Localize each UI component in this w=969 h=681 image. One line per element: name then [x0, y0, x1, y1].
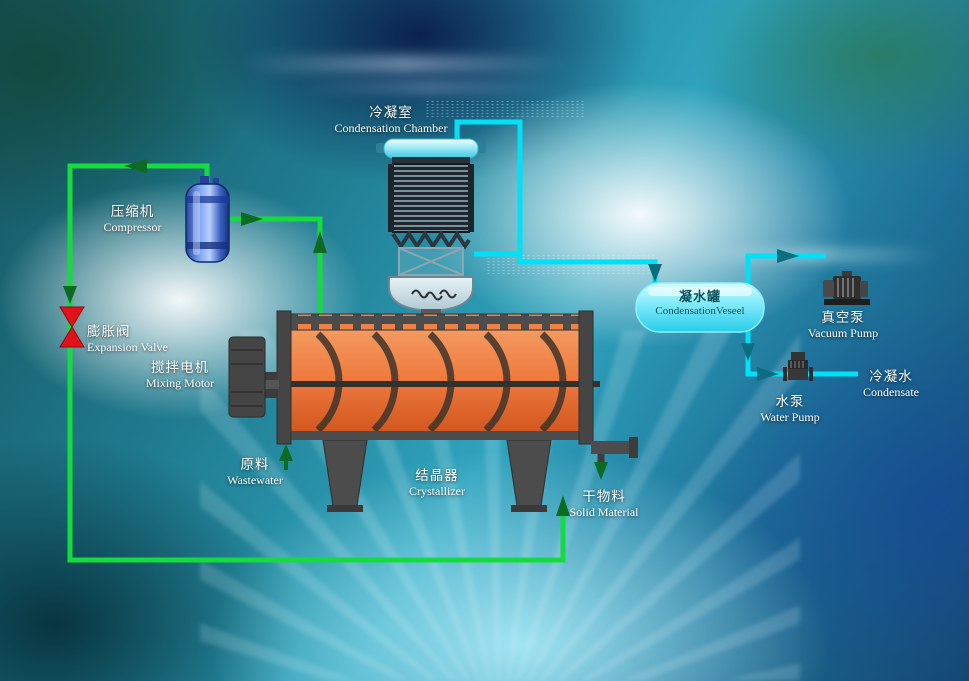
chamber-flask [388, 276, 474, 313]
motor-fins [231, 349, 263, 407]
water-pump-casing [788, 369, 808, 380]
vacuum-pump-top [842, 271, 852, 278]
condensation-vessel [635, 282, 765, 333]
refrigerant-loop-pipe [67, 163, 566, 563]
valve-upper-triangle [59, 306, 85, 328]
compressor-fitting [213, 178, 219, 186]
vacuum-pump-inlet-head [823, 280, 834, 297]
vacuum-pump-motor [833, 276, 861, 299]
crystallizer-foot [511, 505, 547, 512]
crystallizer-bottom-rail [291, 431, 579, 440]
chamber-handle [477, 143, 486, 153]
heat-squiggle [425, 291, 443, 301]
heat-squiggle [439, 289, 457, 299]
compressor-band [186, 242, 229, 249]
wastewater-arrow [279, 444, 293, 461]
discharge-end-cap [629, 437, 638, 458]
chamber-lid [383, 138, 479, 159]
crystallizer-foot [327, 505, 363, 512]
flow-arrow-left [124, 159, 147, 173]
water-pump-flange [809, 367, 813, 381]
vessel-highlight [648, 287, 752, 296]
chamber-fin-stack [392, 163, 470, 233]
mixing-motor [228, 336, 279, 418]
crystallizer [264, 310, 638, 512]
flow-arrow-right [777, 249, 799, 263]
wastewater-inlet [279, 444, 293, 470]
water-pump-fins [790, 361, 804, 368]
water-pump-flange [783, 367, 787, 381]
solid-material-arrow [594, 462, 608, 480]
vacuum-pump [823, 271, 870, 305]
motor-shaft [263, 380, 279, 389]
crystallizer-end-plate [578, 310, 594, 445]
compressor-fitting [200, 176, 209, 186]
discharge-housing [591, 441, 633, 454]
vacuum-pump-end [860, 281, 868, 297]
crystallizer-end-plate [276, 310, 292, 445]
chamber-side-rail [388, 164, 394, 232]
compressor-highlight [193, 191, 200, 255]
flow-arrow-right [757, 367, 779, 381]
expansion-valve [59, 306, 85, 348]
motor-body [228, 336, 266, 418]
compressor-band [186, 196, 229, 203]
chamber-brace-diagonal [398, 247, 464, 276]
valve-lower-triangle [59, 326, 85, 348]
chamber-neck [392, 157, 470, 165]
flow-arrows [63, 159, 799, 516]
flow-arrow-down [63, 286, 77, 304]
compressor [185, 176, 230, 263]
water-pump [783, 352, 813, 381]
flow-arrow-up [313, 231, 327, 253]
crystallizer-leg [506, 439, 552, 507]
vacuum-pump-base [824, 299, 870, 305]
compressor-body [185, 183, 230, 263]
flow-arrow-right [241, 212, 263, 226]
crystallizer-leg [322, 439, 368, 507]
crystallizer-top-rail [278, 313, 592, 331]
vapor-pipe [454, 119, 658, 287]
condensation-chamber [376, 138, 486, 318]
water-pump-fins-block [788, 360, 808, 369]
vacuum-pump-fins [837, 278, 854, 297]
flow-arrow-down [741, 343, 755, 361]
chamber-sawtooth [391, 230, 471, 250]
water-pump-motor [791, 352, 805, 361]
chamber-side-rail [468, 164, 474, 232]
vacuum-pipe [745, 253, 826, 287]
heat-squiggle [411, 289, 429, 299]
chamber-handle [376, 143, 385, 153]
flow-arrow-up [556, 495, 570, 516]
flow-arrow-down [648, 264, 662, 282]
